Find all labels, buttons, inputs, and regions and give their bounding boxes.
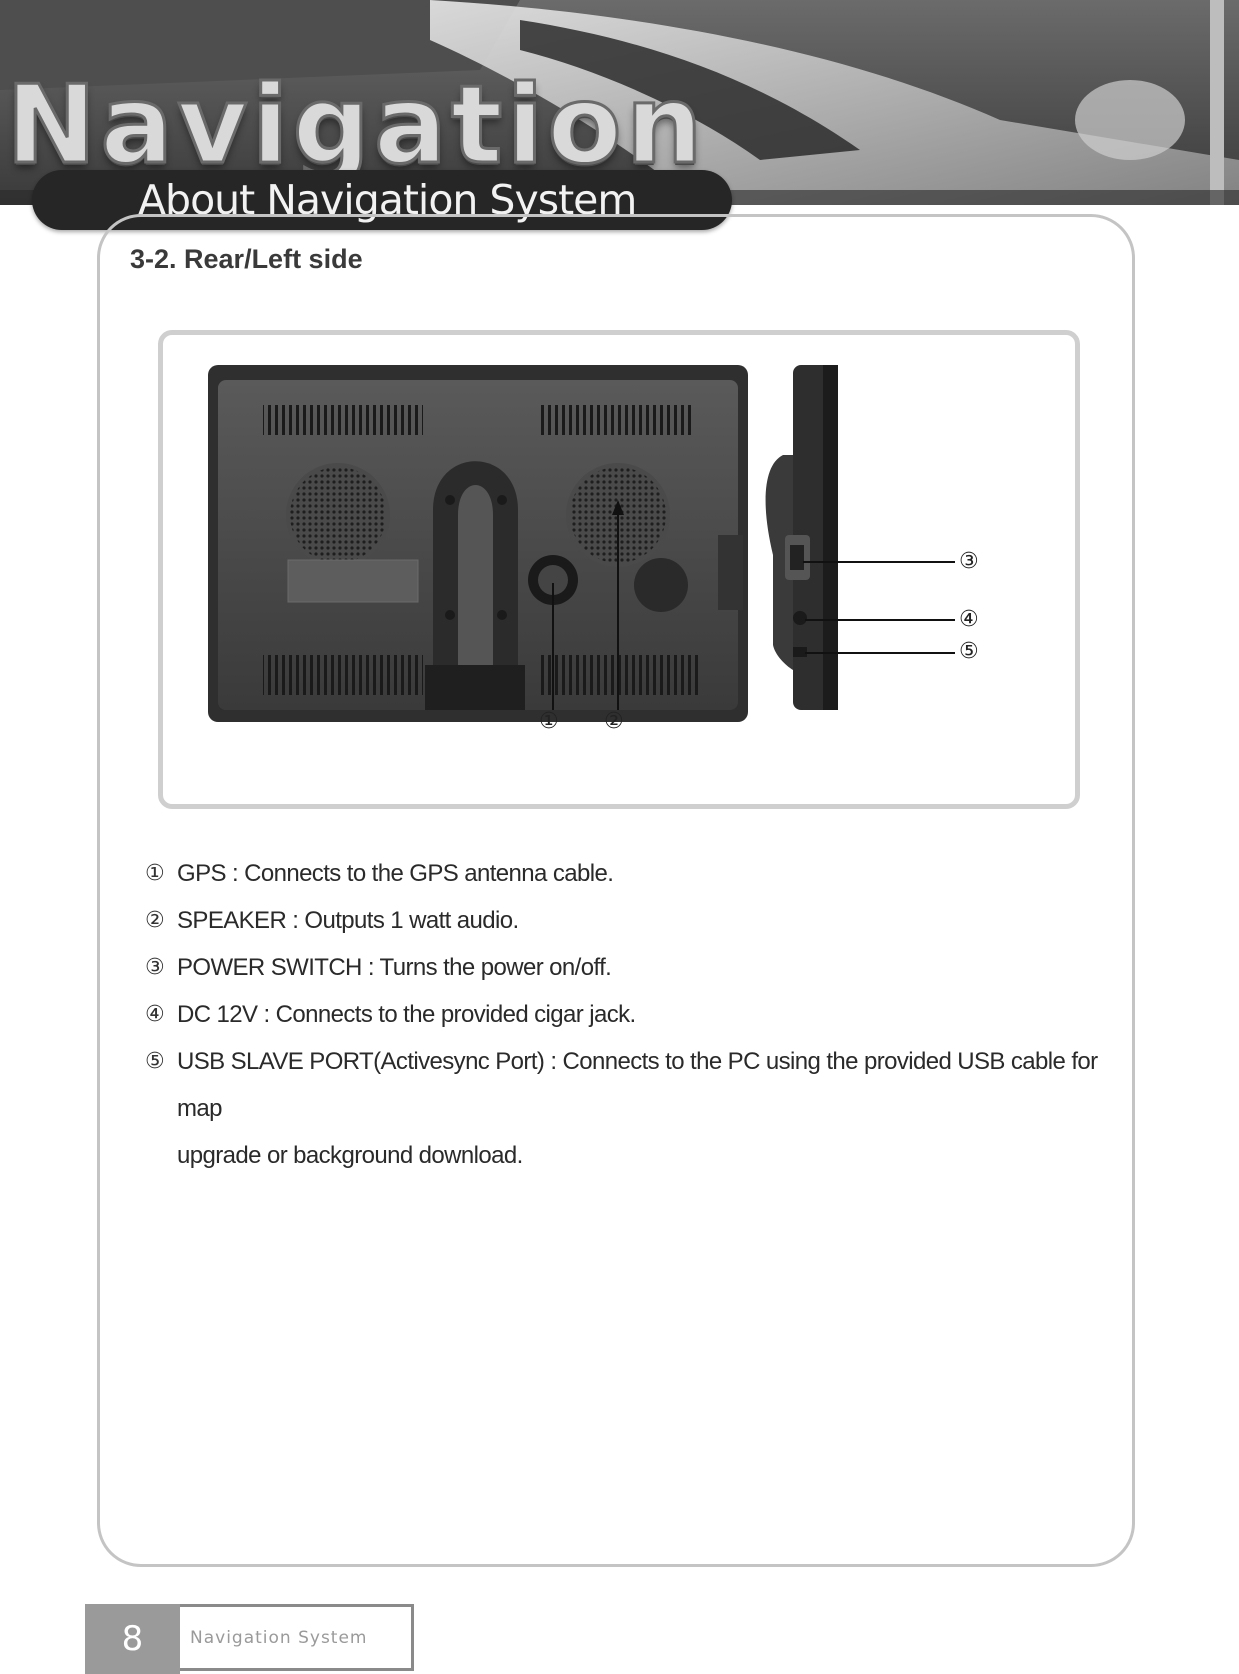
item-number: ⑤	[145, 1049, 165, 1074]
item-text: DC 12V : Connects to the provided cigar …	[177, 1001, 636, 1028]
page-number: 8	[85, 1604, 180, 1674]
footer-label: Navigation System	[180, 1604, 414, 1671]
list-item: ⑤ USB SLAVE PORT(Activesync Port) : Conn…	[145, 1038, 1105, 1179]
item-number: ②	[145, 908, 165, 933]
item-text: USB SLAVE PORT(Activesync Port) : Connec…	[177, 1048, 1098, 1122]
callout-3: ③	[959, 549, 979, 574]
item-text: GPS : Connects to the GPS antenna cable.	[177, 860, 614, 887]
device-side-view	[765, 365, 838, 710]
callout-4: ④	[959, 607, 979, 632]
page-heading: 3-2. Rear/Left side	[130, 244, 363, 274]
callout-5: ⑤	[959, 639, 979, 664]
list-item: ③ POWER SWITCH : Turns the power on/off.	[145, 944, 1105, 991]
callout-2: ②	[604, 709, 624, 734]
device-figure: ① ② ③ ④ ⑤	[158, 330, 1080, 809]
device-illustration	[208, 365, 955, 722]
callout-1: ①	[539, 709, 559, 734]
list-item: ④ DC 12V : Connects to the provided ciga…	[145, 991, 1105, 1038]
device-rear-view	[208, 365, 748, 722]
item-number: ①	[145, 861, 165, 886]
item-number: ④	[145, 1002, 165, 1027]
callout-lines	[552, 505, 955, 710]
list-item: ① GPS : Connects to the GPS antenna cabl…	[145, 850, 1105, 897]
item-text: POWER SWITCH : Turns the power on/off.	[177, 954, 612, 981]
item-text-continuation: upgrade or background download.	[177, 1142, 523, 1169]
item-number: ③	[145, 955, 165, 980]
content-frame	[97, 214, 1135, 1567]
item-text: SPEAKER : Outputs 1 watt audio.	[177, 907, 519, 934]
list-item: ② SPEAKER : Outputs 1 watt audio.	[145, 897, 1105, 944]
component-list: ① GPS : Connects to the GPS antenna cabl…	[145, 850, 1105, 1179]
brand-wordmark: Navigation	[5, 63, 707, 188]
section-title-bar	[32, 170, 732, 230]
